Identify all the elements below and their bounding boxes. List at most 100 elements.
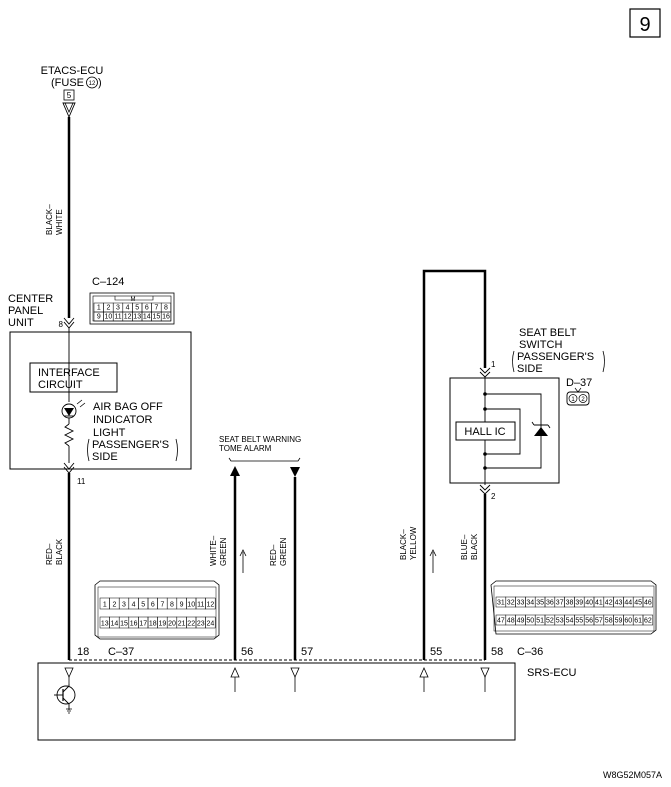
- seat-belt-switch-label-1: SEAT BELT: [519, 327, 577, 339]
- transistor-icon: [54, 684, 76, 714]
- switch-pin-1: 1: [491, 360, 496, 369]
- red-green-arrow: [290, 467, 300, 477]
- wire-label-blue-black-1: BLUE–: [460, 534, 469, 560]
- seat-belt-switch-label-4: SIDE: [517, 363, 543, 375]
- c36-pin-35: 35: [536, 600, 544, 607]
- c124-pin-14: 14: [143, 314, 151, 321]
- wire-label-white-green-2: GREEN: [219, 537, 228, 566]
- connector-d37-label: D–37: [566, 377, 592, 389]
- c36-pin-52: 52: [546, 618, 554, 625]
- fuse-output-arrow: [62, 102, 76, 119]
- lamp-label-3: LIGHT: [93, 427, 126, 439]
- c124-pin-8: 8: [164, 305, 168, 312]
- switch-pin-1-marker: [479, 367, 491, 378]
- alarm-label-1: SEAT BELT WARNING: [219, 435, 301, 444]
- c124-pin-10: 10: [105, 314, 113, 321]
- c36-pin-56: 56: [585, 618, 593, 625]
- c37-pin-15: 15: [120, 621, 128, 628]
- c37-pin-10: 10: [187, 602, 195, 609]
- switch-pin-2: 2: [491, 492, 496, 501]
- c36-pin-55: 55: [575, 618, 583, 625]
- page-number-box: [629, 8, 661, 38]
- c124-pin-16: 16: [162, 314, 170, 321]
- connector-d37: 1 2: [566, 391, 590, 406]
- etacs-pin: 5: [67, 91, 72, 100]
- c37-cell: [205, 616, 216, 629]
- srs-pin-56: 56: [241, 646, 253, 658]
- connector-c36-label: C–36: [517, 646, 543, 658]
- c36-pin-38: 38: [566, 600, 574, 607]
- c36-pin-62: 62: [644, 618, 652, 625]
- wire-label-red-black-2: BLACK: [55, 538, 64, 565]
- c37-pin-7: 7: [160, 602, 164, 609]
- c37-pin-16: 16: [130, 621, 138, 628]
- c36-pin-48: 48: [507, 618, 515, 625]
- c36-pin-58: 58: [605, 618, 613, 625]
- center-panel-label-3: UNIT: [8, 317, 34, 329]
- srs-pin-58: 58: [491, 646, 503, 658]
- c37-pin-2: 2: [112, 602, 116, 609]
- c36-pin-32: 32: [507, 600, 515, 607]
- srs-ecu-box: [37, 662, 516, 741]
- air-bag-off-led-icon: [61, 399, 86, 419]
- c37-pin-11: 11: [197, 602, 204, 609]
- c37-pin-18: 18: [149, 621, 157, 628]
- seat-belt-switch-label-3: PASSENGER'S: [517, 351, 594, 363]
- c37-cell: [205, 597, 216, 610]
- c37-pin-24: 24: [207, 621, 215, 628]
- c37-pin-19: 19: [159, 621, 167, 628]
- wire-label-white-green-1: WHITE–: [209, 535, 218, 566]
- c36-pin-53: 53: [556, 618, 564, 625]
- c124-pin-7: 7: [154, 305, 158, 312]
- c124-pin-9: 9: [97, 314, 101, 321]
- c37-pin-22: 22: [187, 621, 195, 628]
- alarm-label-2: TOME ALARM: [219, 444, 272, 453]
- wire-label-red-green-2: GREEN: [279, 537, 288, 566]
- c37-pin-9: 9: [180, 602, 184, 609]
- c36-pin-59: 59: [615, 618, 623, 625]
- c36-cell: [642, 596, 654, 608]
- c37-pin-20: 20: [168, 621, 176, 628]
- c36-pin-39: 39: [575, 600, 583, 607]
- lamp-label-4: PASSENGER'S: [92, 439, 169, 451]
- white-green-arrow: [230, 466, 240, 476]
- c37-pin-21: 21: [178, 621, 186, 628]
- hall-ic-box: [455, 421, 516, 441]
- hall-ic-label: HALL IC: [464, 426, 505, 438]
- wire-label-black-white-2: WHITE: [55, 209, 64, 235]
- c124-pin-13: 13: [133, 314, 141, 321]
- c36-pin-33: 33: [517, 600, 525, 607]
- center-panel-label-2: PANEL: [8, 305, 43, 317]
- c37-pin-5: 5: [141, 602, 145, 609]
- fuse-number-circle: [86, 76, 98, 89]
- c37-pin-4: 4: [132, 602, 136, 609]
- connector-c124-label: C–124: [92, 276, 124, 288]
- c124-pin-4: 4: [126, 305, 130, 312]
- srs-ecu-label: SRS-ECU: [527, 667, 577, 679]
- wire-label-black-yellow-1: BLACK–: [399, 529, 408, 560]
- c36-pin-61: 61: [634, 618, 642, 625]
- pin-11-marker: [63, 462, 75, 474]
- c36-pin-34: 34: [526, 600, 534, 607]
- c124-pin-12: 12: [124, 314, 132, 321]
- etacs-pin-box: [63, 89, 75, 101]
- c124-pin-6: 6: [145, 305, 149, 312]
- wire-label-red-black-1: RED–: [45, 543, 54, 565]
- center-panel-label-1: CENTER: [8, 293, 53, 305]
- srs-pin-55: 55: [430, 646, 442, 658]
- interface-circuit-label-1: INTERFACE: [38, 367, 100, 379]
- resistor-icon: [63, 423, 75, 447]
- d37-pin-1: 1: [571, 397, 575, 403]
- c36-pin-50: 50: [526, 618, 534, 625]
- c124-pin-1: 1: [97, 305, 101, 312]
- c36-cell: [642, 614, 654, 626]
- c37-pin-12: 12: [207, 602, 215, 609]
- interface-circuit-label-2: CIRCUIT: [38, 379, 83, 391]
- c124-pin-15: 15: [153, 314, 161, 321]
- etacs-fuse-suffix: ): [98, 77, 102, 89]
- alarm-bracket: [228, 457, 301, 462]
- c124-pin-11: 11: [114, 314, 121, 321]
